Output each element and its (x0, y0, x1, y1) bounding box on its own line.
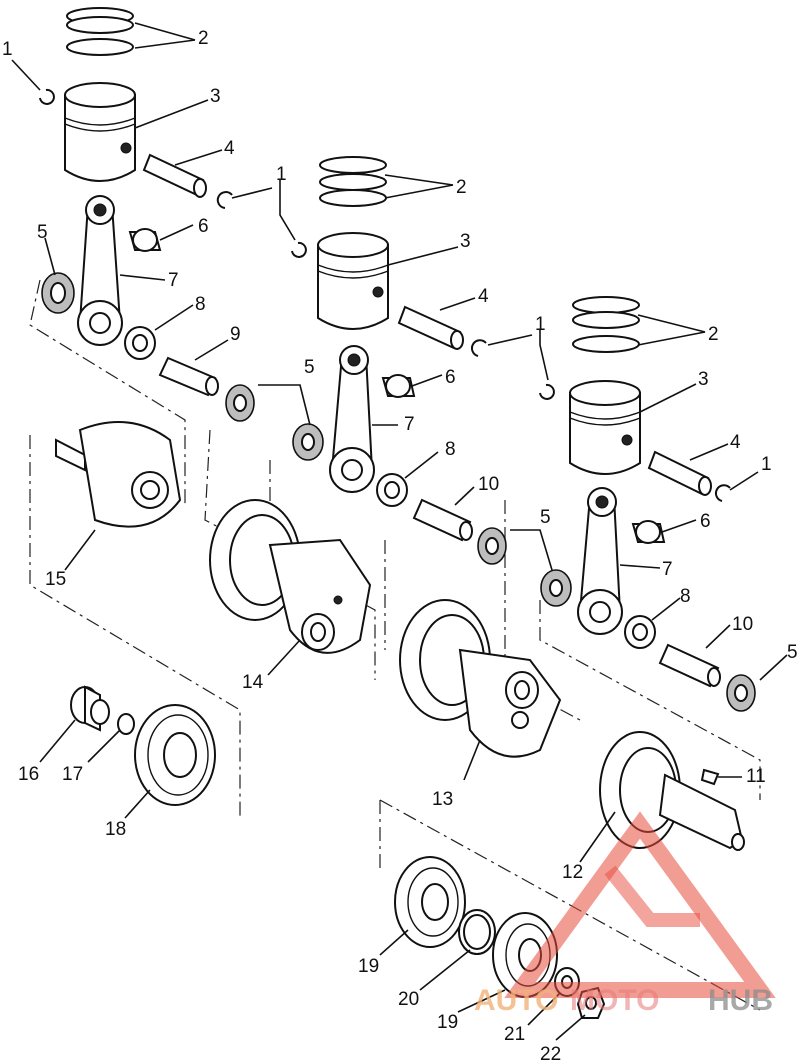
crank-pin-right (658, 643, 721, 688)
label-3-c: 3 (698, 369, 709, 390)
ball-bearing-19a (394, 856, 466, 948)
label-5-b: 5 (304, 357, 315, 378)
woodruff-key (700, 768, 720, 786)
circlip-right-1 (539, 383, 555, 400)
label-20: 20 (398, 989, 419, 1010)
thrust-washer-center-2 (477, 527, 507, 565)
label-1-c: 1 (535, 314, 546, 335)
label-11: 11 (746, 766, 766, 787)
ball-bearing-18 (134, 704, 216, 806)
thrust-washer-left (41, 272, 75, 314)
label-6-c: 6 (700, 511, 711, 532)
piston-center (317, 232, 389, 330)
label-4-b: 4 (478, 286, 489, 307)
crank-output-section-12 (599, 731, 745, 851)
label-7-b: 7 (404, 414, 415, 435)
piston-pin-right (647, 450, 712, 496)
label-12: 12 (562, 862, 583, 883)
crank-pin-center (412, 498, 473, 542)
circlip-left-1 (39, 88, 55, 105)
label-9: 9 (230, 324, 241, 345)
label-5-d: 5 (787, 642, 798, 663)
circlip-center-2 (471, 339, 487, 357)
piston-rings-left (66, 7, 134, 56)
label-7-c: 7 (662, 559, 673, 580)
circlip-right-2 (715, 484, 731, 502)
leader-lines (11, 22, 788, 1041)
label-7-a: 7 (168, 270, 179, 291)
label-19-b: 19 (437, 1012, 458, 1033)
label-10-a: 10 (478, 474, 499, 495)
needle-bearing-small-left (128, 228, 162, 252)
crank-wheel-section-14 (209, 499, 372, 654)
label-2-c: 2 (708, 324, 719, 345)
label-5-c: 5 (540, 507, 551, 528)
needle-bearing-large-left (124, 326, 156, 360)
bushing-16 (70, 685, 110, 732)
label-13: 13 (432, 789, 453, 810)
thrust-washer-right-2 (726, 674, 756, 712)
label-16: 16 (18, 764, 39, 785)
label-6-b: 6 (445, 367, 456, 388)
label-8-b: 8 (445, 439, 456, 460)
label-8-c: 8 (680, 586, 691, 607)
label-14: 14 (242, 672, 264, 693)
watermark-text-hub: HUB (708, 984, 773, 1017)
piston-rings-right (572, 296, 640, 353)
piston-pin-center (397, 305, 464, 350)
label-5-a: 5 (37, 222, 48, 243)
needle-bearing-large-right (624, 615, 656, 649)
thrust-washer-left-2 (225, 384, 255, 422)
label-1-b: 1 (276, 164, 287, 185)
piston-rings-center (319, 156, 387, 207)
piston-left (64, 82, 136, 182)
connecting-rod-right (577, 487, 623, 635)
crank-pin-left (158, 356, 219, 397)
label-10-b: 10 (732, 614, 753, 635)
label-3-b: 3 (460, 231, 471, 252)
needle-bearing-large-center (376, 473, 408, 507)
label-17: 17 (62, 764, 83, 785)
label-2-a: 2 (198, 28, 209, 49)
label-22: 22 (540, 1044, 561, 1064)
label-19-a: 19 (358, 956, 379, 977)
watermark-text-auto: AUTO (474, 984, 558, 1017)
label-18: 18 (105, 819, 126, 840)
label-3-a: 3 (210, 86, 221, 107)
label-15: 15 (45, 569, 66, 590)
label-1-d: 1 (761, 454, 772, 475)
o-ring-17 (117, 713, 135, 735)
crank-wheel-section-13 (399, 599, 562, 758)
snap-ring-20 (458, 909, 496, 955)
label-8-a: 8 (195, 294, 206, 315)
piston-right (569, 380, 641, 475)
connecting-rod-left (77, 195, 123, 346)
needle-bearing-small-center (381, 374, 416, 398)
crank-end-section-15 (55, 421, 182, 528)
label-2-b: 2 (456, 177, 467, 198)
needle-bearing-small-right (631, 520, 666, 544)
label-21: 21 (504, 1024, 525, 1045)
thrust-washer-center (292, 423, 324, 461)
label-6-a: 6 (198, 216, 209, 237)
autmotohub-watermark-logo: AUTO MOTO HUB (474, 811, 776, 1017)
label-4-a: 4 (224, 138, 235, 159)
circlip-center-1 (291, 241, 307, 258)
circlip-left-2 (216, 191, 233, 209)
part-labels: 1 2 3 4 1 2 3 4 1 2 3 4 1 5 6 7 8 9 5 6 … (2, 28, 798, 1064)
label-1-a: 1 (2, 39, 13, 60)
thrust-washer-right (540, 569, 572, 607)
watermark-text-moto: MOTO (570, 984, 659, 1017)
piston-pin-left (142, 153, 207, 198)
label-4-c: 4 (730, 432, 741, 453)
connecting-rod-center (329, 345, 375, 493)
